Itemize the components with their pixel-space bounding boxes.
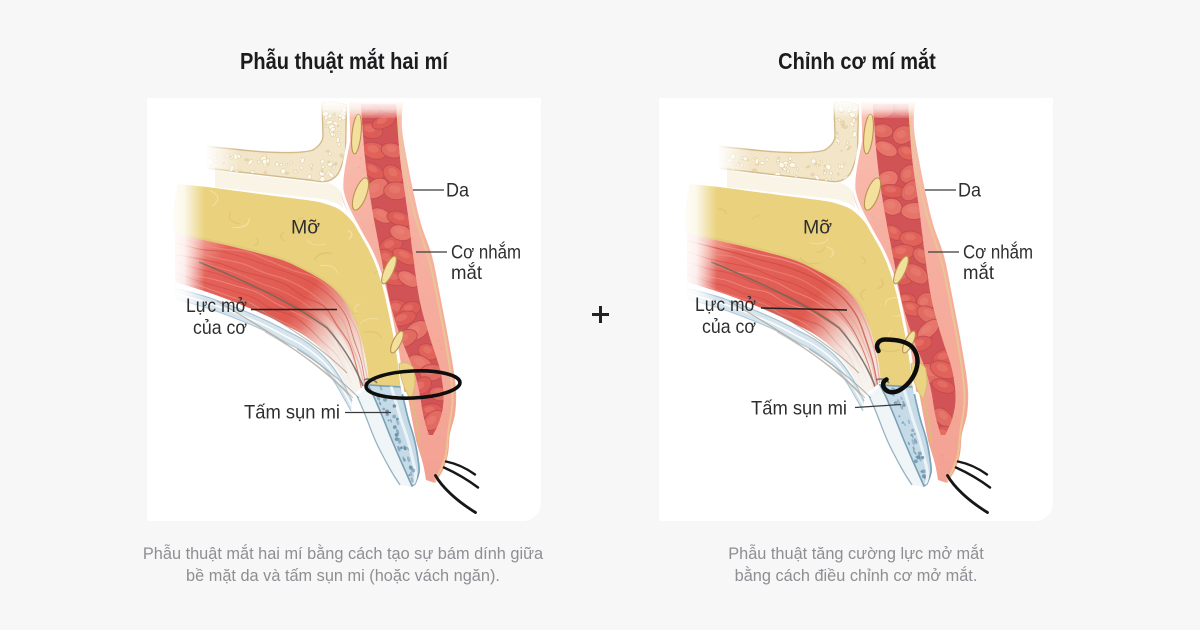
svg-text:của cơ: của cơ (702, 316, 756, 338)
svg-text:Da: Da (958, 180, 981, 202)
svg-text:Cơ nhắm: Cơ nhắm (963, 241, 1033, 264)
svg-text:Tấm sụn mi: Tấm sụn mi (751, 398, 847, 420)
svg-text:của cơ: của cơ (193, 317, 247, 339)
svg-text:Mỡ: Mỡ (291, 217, 320, 239)
svg-text:Lực mở: Lực mở (695, 294, 756, 316)
svg-text:Cơ nhắm: Cơ nhắm (451, 241, 521, 264)
svg-text:Lực mở: Lực mở (186, 295, 247, 317)
svg-text:mắt: mắt (451, 261, 483, 284)
svg-text:mắt: mắt (963, 261, 995, 284)
svg-text:Mỡ: Mỡ (803, 217, 832, 239)
svg-text:Da: Da (446, 180, 469, 202)
svg-text:Tấm sụn mi: Tấm sụn mi (244, 402, 340, 424)
